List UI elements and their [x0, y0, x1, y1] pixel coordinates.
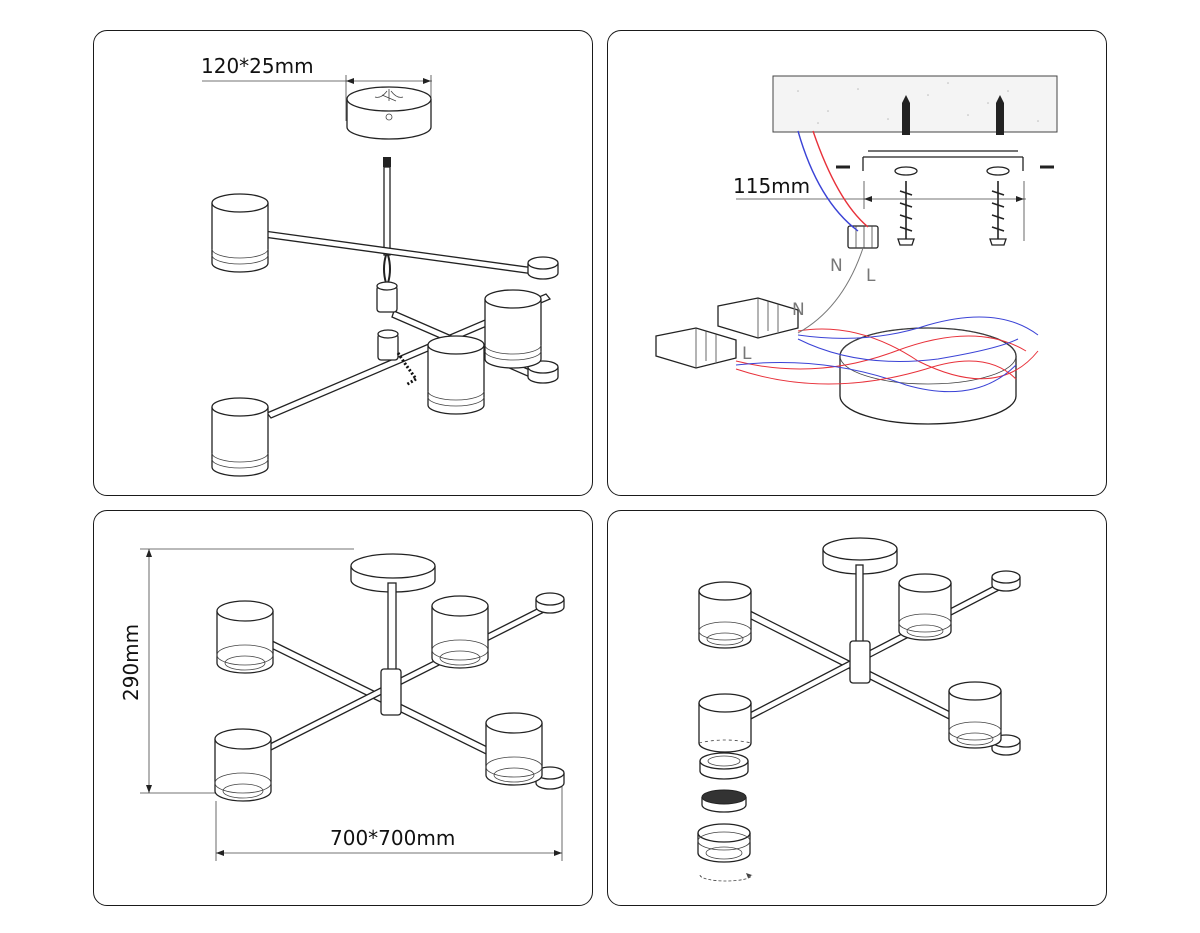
screws [897, 181, 1007, 246]
installation-drawing: 115mm N L N L [655, 75, 1058, 425]
led-module [701, 789, 747, 813]
panel-installation-wiring: 115mm N L N L [607, 30, 1107, 496]
overall-dimensions-drawing: 290mm 700*700mm [119, 548, 565, 861]
arm-end-caps [535, 592, 565, 790]
panel-canopy-assembly: 120*25mm [93, 30, 593, 496]
mounting-bracket [836, 150, 1054, 176]
neutral-label-lower: N [792, 300, 805, 320]
arm-end-caps [991, 570, 1021, 756]
rotate-arrow-icon [699, 874, 753, 882]
live-wire-supply [812, 130, 869, 228]
lever-connectors [655, 297, 799, 369]
ceiling-canopy [350, 553, 436, 682]
lamp-shades [211, 193, 542, 477]
terminal-block [847, 225, 879, 249]
exploded-lens-parts [697, 752, 753, 882]
canopy-assembly-drawing: 120*25mm [201, 54, 559, 477]
arm-end-caps [527, 256, 559, 384]
canopy-size-label: 120*25mm [201, 54, 314, 78]
live-label-lower: L [742, 344, 752, 364]
neutral-label-upper: N [830, 256, 843, 276]
suspension-rod [383, 157, 391, 284]
ceiling-texture [797, 82, 1039, 124]
mounting-ring [699, 752, 749, 780]
fixture-wires [735, 247, 1039, 393]
live-label-upper: L [866, 266, 876, 286]
ceiling-slab [772, 75, 1058, 133]
fixture-canopy-base [839, 327, 1017, 425]
ceiling-canopy [346, 86, 432, 140]
bracket-dimension-label: 115mm [733, 174, 810, 198]
lens-assembly-drawing [697, 537, 1021, 882]
wall-plugs [902, 95, 1004, 135]
neutral-wire-supply [797, 130, 859, 232]
lens-ring [697, 823, 751, 863]
width-dimension-label: 700*700mm [330, 826, 455, 850]
panel-lens-assembly [607, 510, 1107, 906]
height-dimension-label: 290mm [119, 624, 143, 701]
lamp-shades [214, 595, 543, 802]
panel-overall-dimensions: 290mm 700*700mm [93, 510, 593, 906]
lamp-shades [698, 573, 1002, 753]
